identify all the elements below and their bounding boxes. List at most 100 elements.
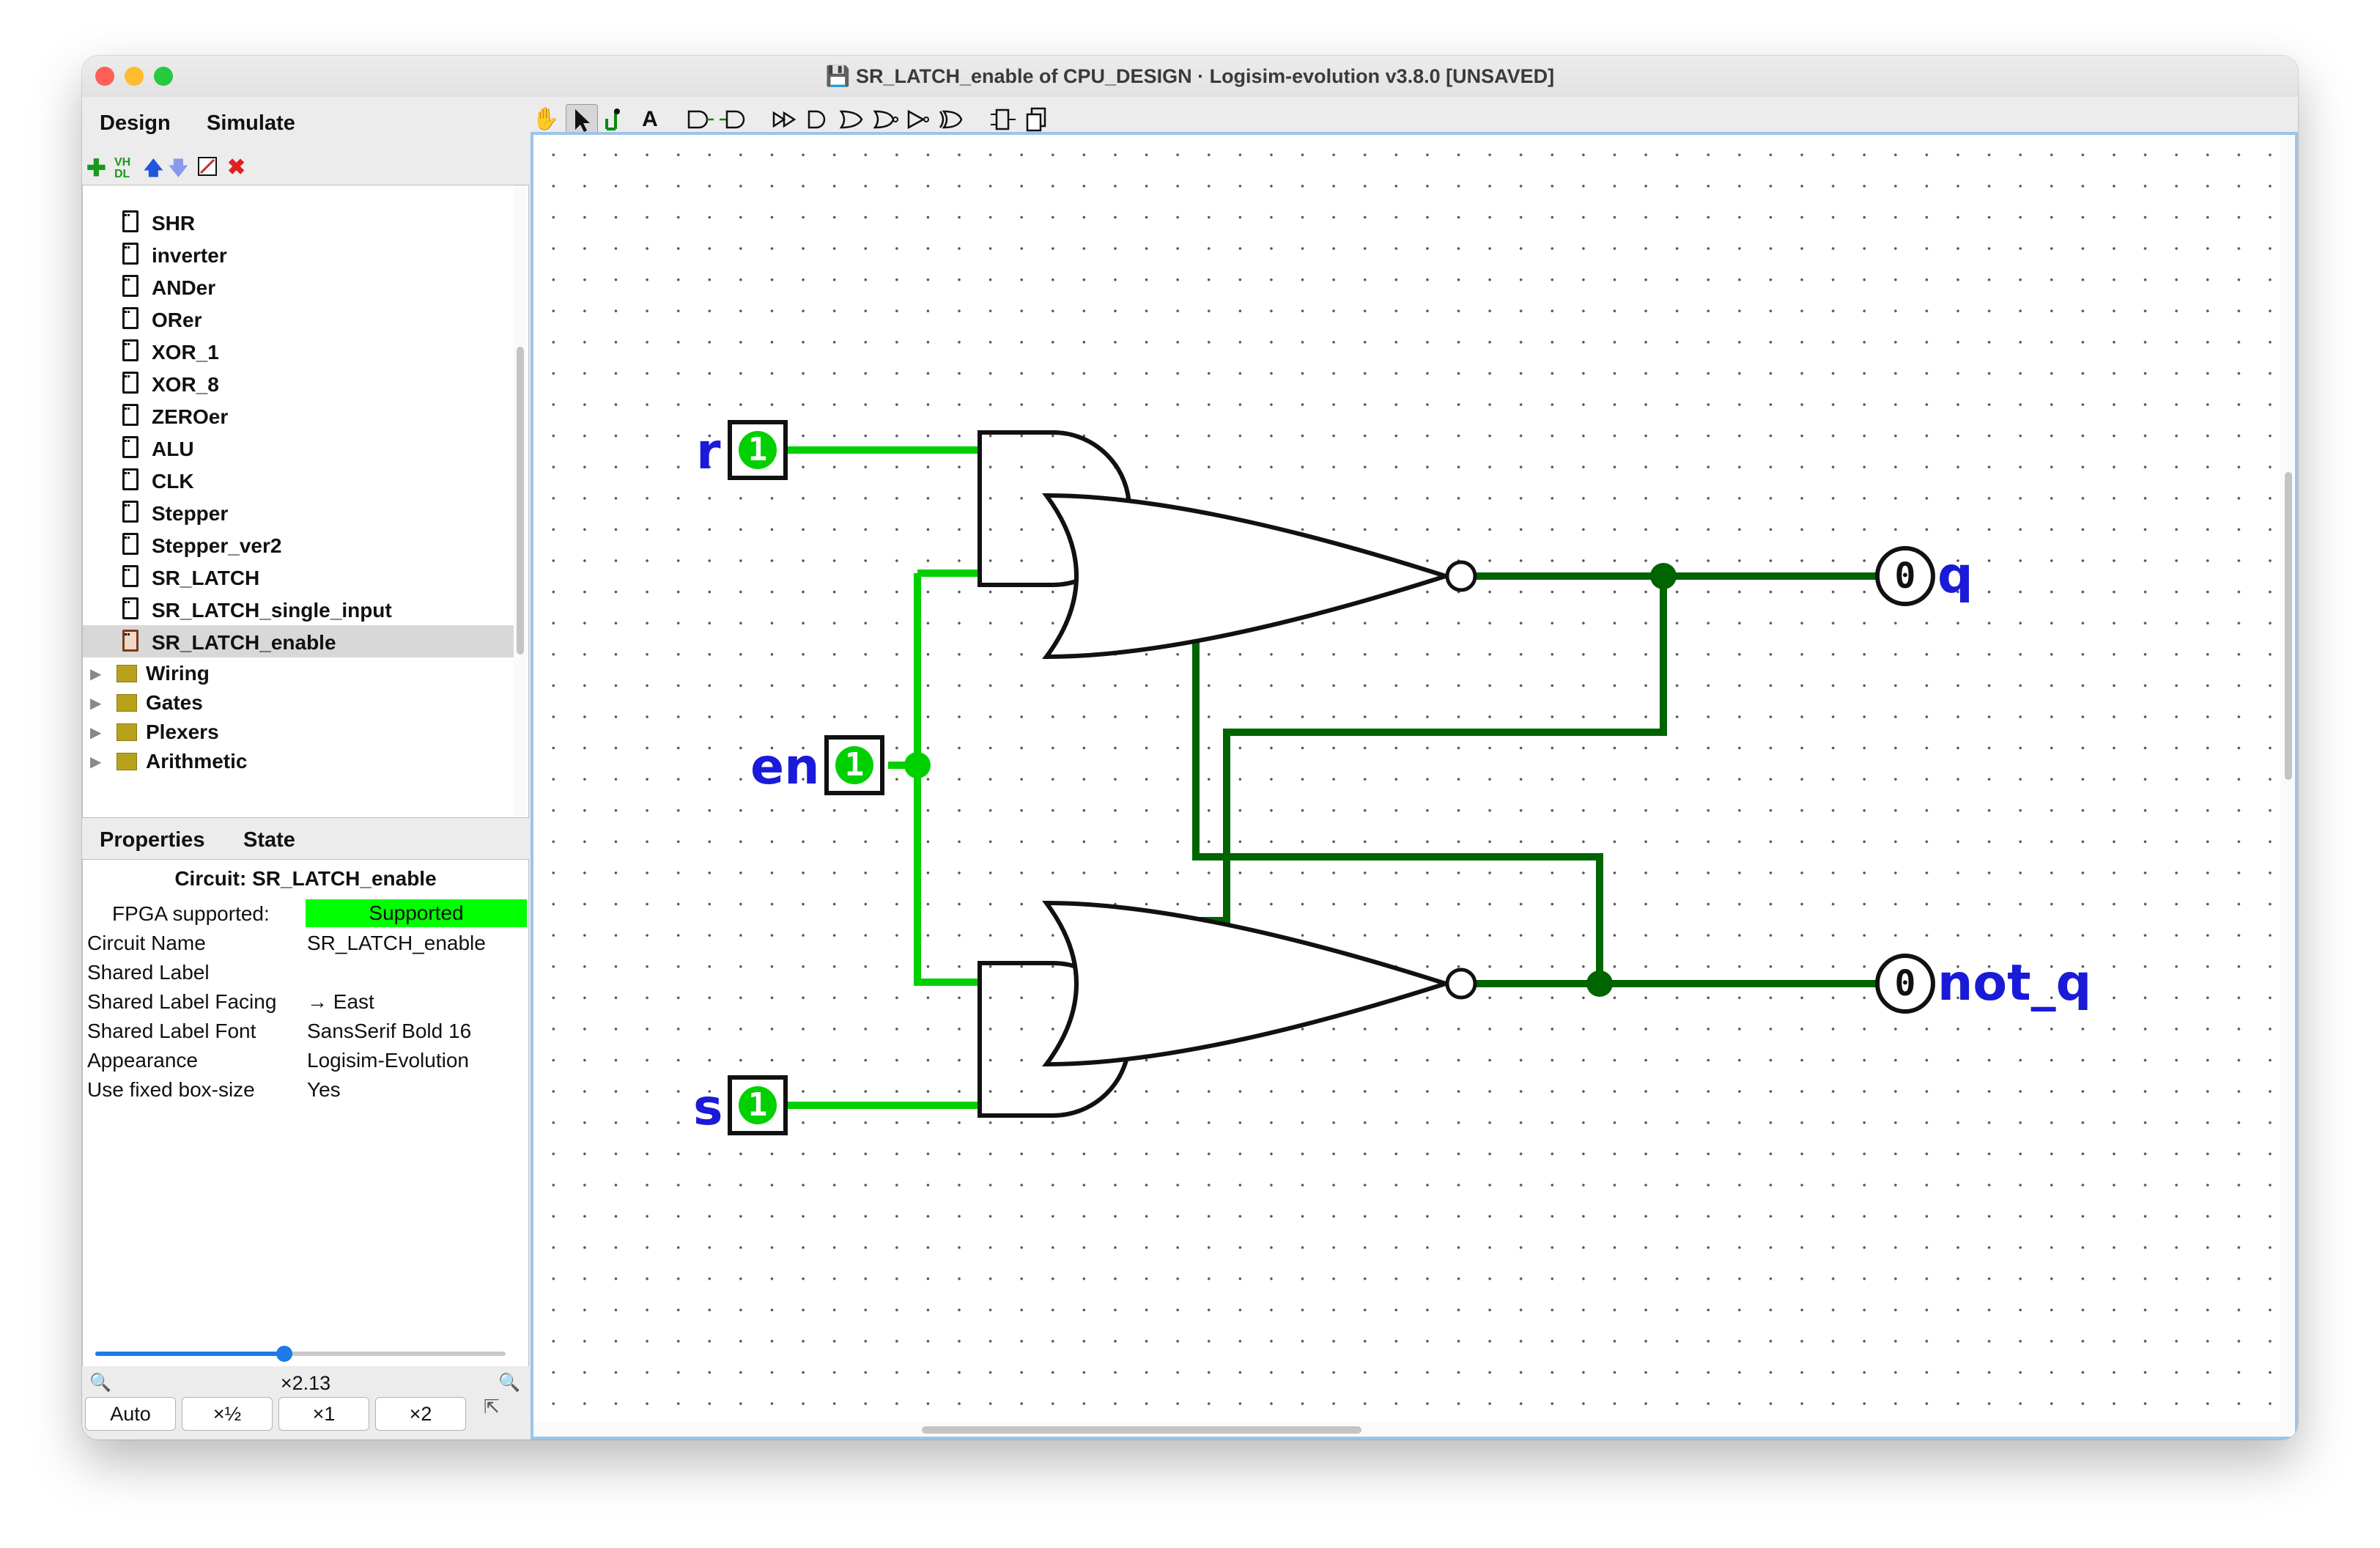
tree-item-circuit[interactable]: inverter xyxy=(83,238,514,270)
poke-tool-icon[interactable]: ✋ xyxy=(532,107,560,131)
tab-properties[interactable]: Properties xyxy=(100,828,205,852)
or-gate-icon[interactable] xyxy=(835,104,866,135)
label-not-q: not_q xyxy=(1937,954,2091,1012)
nor-gate-top[interactable] xyxy=(1042,493,1453,660)
property-value[interactable]: → East xyxy=(307,990,374,1013)
zoom-slider[interactable] xyxy=(95,1346,506,1362)
nand-gate-icon[interactable] xyxy=(869,104,900,135)
zoom-1x-button[interactable]: ×1 xyxy=(278,1397,369,1431)
tree-item-circuit[interactable]: SR_LATCH xyxy=(83,561,514,593)
input-pin-icon[interactable] xyxy=(684,104,715,135)
add-circuit-icon[interactable]: ✚ xyxy=(86,155,106,181)
zoom-half-button[interactable]: ×½ xyxy=(182,1397,273,1431)
move-up-icon[interactable]: 🡅 xyxy=(144,157,163,179)
circuit-chip-icon xyxy=(122,339,138,361)
property-row[interactable]: Appearance Logisim-Evolution xyxy=(83,1044,528,1074)
title-bar: 💾 SR_LATCH_enable of CPU_DESIGN · Logisi… xyxy=(82,56,2298,97)
edit-appearance-icon[interactable] xyxy=(196,155,218,183)
property-row[interactable]: Shared Label xyxy=(83,957,528,986)
output-pin-icon[interactable] xyxy=(718,104,749,135)
zoom-out-icon[interactable]: 🔍 xyxy=(89,1373,111,1393)
tree-item-circuit[interactable]: Stepper xyxy=(83,496,514,528)
tree-folder[interactable]: ▶Wiring xyxy=(83,657,514,687)
zoom-controls: 🔍 ×2.13 🔍 Auto ×½ ×1 ×2 ⇱ xyxy=(82,1346,529,1440)
property-value[interactable]: Yes xyxy=(307,1078,341,1101)
move-down-icon[interactable]: 🡇 xyxy=(169,157,188,179)
property-key: Shared Label Font xyxy=(87,1020,256,1042)
expand-arrow-icon[interactable]: ▶ xyxy=(90,666,102,682)
tree-item-label: inverter xyxy=(152,244,227,267)
nor-gate-bottom[interactable] xyxy=(1042,900,1453,1067)
zoom-2x-button[interactable]: ×2 xyxy=(375,1397,466,1431)
and-gate-icon[interactable] xyxy=(802,104,832,135)
zoom-auto-button[interactable]: Auto xyxy=(85,1397,176,1431)
tree-scroll-thumb[interactable] xyxy=(517,347,524,655)
tree-item-circuit[interactable]: Stepper_ver2 xyxy=(83,528,514,561)
tree-folder-label: Plexers xyxy=(146,720,219,743)
tab-design[interactable]: Design xyxy=(100,111,171,135)
nor-gate-icon[interactable] xyxy=(903,104,934,135)
canvas-vscrollbar[interactable] xyxy=(2280,135,2295,1422)
canvas-vscroll-thumb[interactable] xyxy=(2285,472,2292,780)
wire-enable-bus[interactable] xyxy=(914,573,980,986)
tree-folder[interactable]: ▶Gates xyxy=(83,687,514,716)
property-row[interactable]: Shared Label Font SansSerif Bold 16 xyxy=(83,1015,528,1044)
tree-item-circuit[interactable]: SR_LATCH_single_input xyxy=(83,593,514,625)
xor-gate-icon[interactable] xyxy=(936,104,967,135)
property-key: Circuit Name xyxy=(87,932,206,954)
tree-folder[interactable]: ▶Arithmetic xyxy=(83,745,514,775)
wiring-tool-icon[interactable] xyxy=(601,104,632,135)
tree-item-circuit[interactable]: ZEROer xyxy=(83,399,514,432)
buffer-gate-icon[interactable] xyxy=(768,104,799,135)
close-button[interactable] xyxy=(95,67,114,86)
property-value[interactable]: SR_LATCH_enable xyxy=(307,932,486,954)
text-tool-icon[interactable]: A xyxy=(642,107,658,131)
tree-item-label: Stepper_ver2 xyxy=(152,534,282,557)
property-key: Appearance xyxy=(87,1049,199,1072)
output-pin-not-q xyxy=(1875,954,1935,1014)
folder-icon xyxy=(117,723,137,741)
tab-state[interactable]: State xyxy=(243,828,295,852)
property-row[interactable]: FPGA supported:Supported xyxy=(83,898,528,927)
tree-item-circuit[interactable]: XOR_8 xyxy=(83,367,514,399)
expand-arrow-icon[interactable]: ▶ xyxy=(90,725,102,741)
tree-item-label: CLK xyxy=(152,470,194,493)
fullscreen-icon[interactable]: ⇱ xyxy=(484,1396,500,1418)
tree-item-circuit[interactable]: ALU xyxy=(83,432,514,464)
zoom-in-icon[interactable]: 🔍 xyxy=(498,1373,520,1393)
appearance-icon[interactable] xyxy=(1021,104,1052,135)
tree-scrollbar[interactable] xyxy=(514,185,527,817)
minimize-button[interactable] xyxy=(125,67,144,86)
input-pin-r-state xyxy=(739,431,777,469)
canvas-hscrollbar[interactable] xyxy=(533,1422,2295,1437)
tree-item-circuit[interactable]: ORer xyxy=(83,303,514,335)
tree-item-circuit[interactable]: ANDer xyxy=(83,270,514,303)
property-value[interactable]: SansSerif Bold 16 xyxy=(307,1020,472,1042)
canvas-hscroll-thumb[interactable] xyxy=(922,1426,1361,1434)
folder-icon xyxy=(117,753,137,770)
expand-arrow-icon[interactable]: ▶ xyxy=(90,696,102,712)
maximize-button[interactable] xyxy=(154,67,173,86)
input-pin-s-state xyxy=(739,1086,777,1124)
tree-folder[interactable]: ▶ Plexers xyxy=(83,716,514,745)
tree-item-circuit[interactable]: SHR xyxy=(83,206,514,238)
tree-item-circuit[interactable]: SR_LATCH_enable xyxy=(83,625,514,657)
tab-simulate[interactable]: Simulate xyxy=(207,111,295,135)
delete-icon[interactable]: ✖ xyxy=(227,155,246,180)
tree-item-label: SR_LATCH_enable xyxy=(152,631,336,654)
property-row[interactable]: Circuit Name SR_LATCH_enable xyxy=(83,927,528,957)
property-value[interactable]: Logisim-Evolution xyxy=(307,1049,469,1072)
property-row[interactable]: Shared Label Facing→ East xyxy=(83,986,528,1015)
zoom-slider-knob[interactable] xyxy=(276,1346,292,1362)
properties-header: Circuit: SR_LATCH_enable xyxy=(174,867,437,890)
layout-icon[interactable] xyxy=(988,104,1019,135)
expand-arrow-icon[interactable]: ▶ xyxy=(90,754,102,770)
save-disk-icon: 💾 xyxy=(825,65,851,87)
tree-item-label: SHR xyxy=(152,212,196,235)
tree-item-circuit[interactable]: XOR_1 xyxy=(83,335,514,367)
zoom-level: ×2.13 xyxy=(280,1372,331,1394)
tree-item-circuit[interactable]: CLK xyxy=(83,464,514,496)
